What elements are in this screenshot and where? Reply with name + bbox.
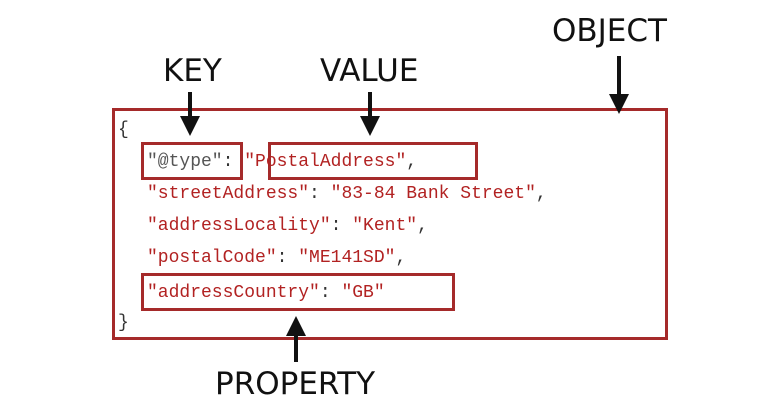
property-label: PROPERTY xyxy=(215,366,376,402)
object-box xyxy=(112,108,668,340)
close-brace: } xyxy=(118,313,129,333)
json-key: "@type" xyxy=(147,152,223,172)
key-label: KEY xyxy=(163,53,222,89)
property-highlight-box xyxy=(141,273,455,311)
code-line-address-locality: "addressLocality": "Kent", xyxy=(147,216,428,236)
value-highlight-box xyxy=(268,142,478,180)
json-comma: , xyxy=(535,184,547,204)
json-key: "addressLocality" xyxy=(147,216,331,236)
json-separator: : xyxy=(319,283,342,303)
json-separator: : xyxy=(309,184,331,204)
object-label: OBJECT xyxy=(552,13,667,49)
json-key: "postalCode" xyxy=(147,248,277,268)
json-separator: : xyxy=(222,152,245,172)
json-value: "ME141SD" xyxy=(298,248,396,268)
code-line-postal-code: "postalCode": "ME141SD", xyxy=(147,248,406,268)
json-value: "83-84 Bank Street" xyxy=(330,184,536,204)
json-key: "streetAddress" xyxy=(147,184,310,204)
json-comma: , xyxy=(406,152,418,172)
key-highlight-box xyxy=(141,142,243,180)
json-key: "addressCountry" xyxy=(147,283,320,303)
open-brace: { xyxy=(118,120,129,140)
json-value: "Kent" xyxy=(352,216,418,236)
code-line-address-country: "addressCountry": "GB" xyxy=(147,283,385,303)
code-line-street-address: "streetAddress": "83-84 Bank Street", xyxy=(147,184,547,204)
json-value: "PostalAddress" xyxy=(244,152,407,172)
json-value: "GB" xyxy=(341,283,385,303)
json-comma: , xyxy=(417,216,428,236)
json-comma: , xyxy=(395,248,407,268)
json-separator: : xyxy=(330,216,353,236)
value-label: VALUE xyxy=(320,53,419,89)
json-separator: : xyxy=(276,248,299,268)
code-line-type: "@type": "PostalAddress", xyxy=(147,152,417,172)
